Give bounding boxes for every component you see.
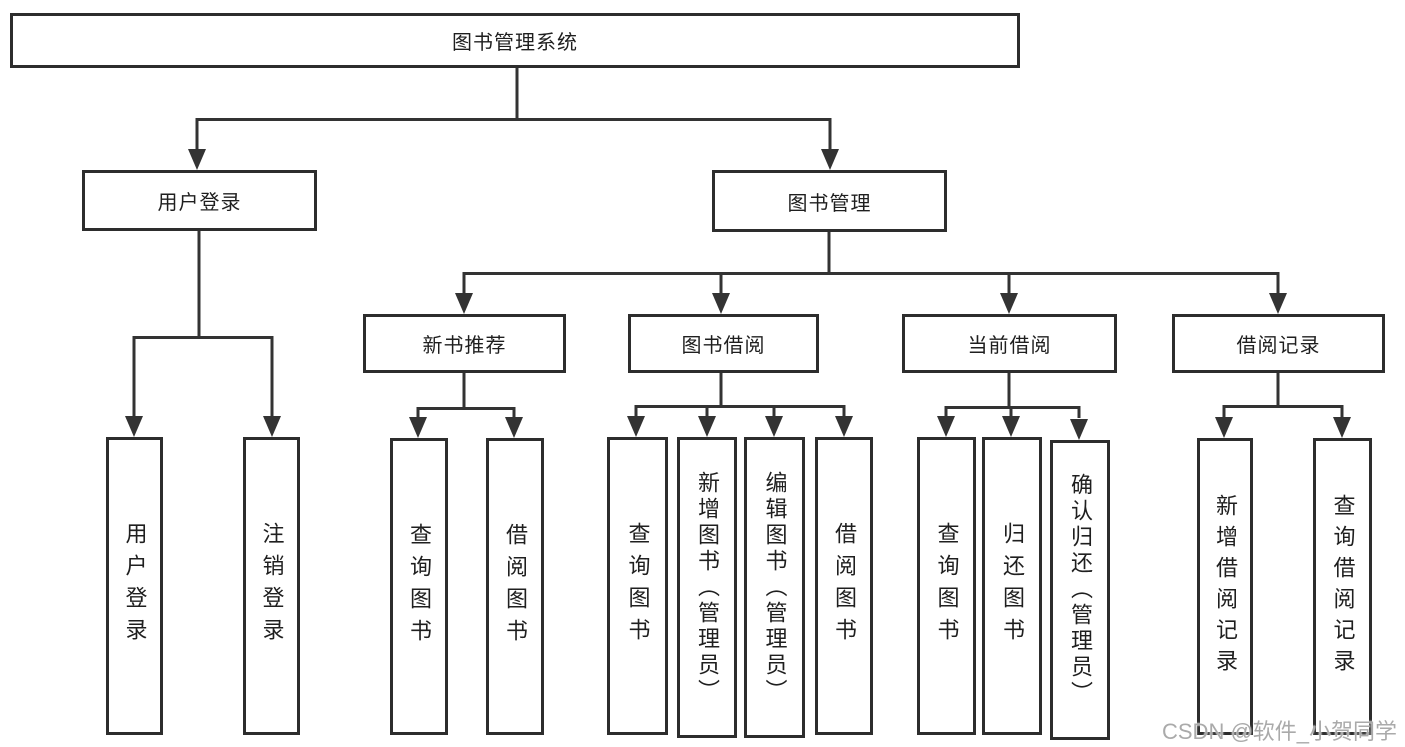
connector-line xyxy=(842,405,846,416)
arrow-down-icon xyxy=(712,293,730,314)
arrow-down-icon xyxy=(937,416,955,437)
connector-line xyxy=(515,68,519,118)
node-label: 注销登录 xyxy=(259,522,285,650)
node-label: 用户登录 xyxy=(157,192,242,214)
connector-line xyxy=(195,118,199,149)
node-leaf-logout: 注销登录 xyxy=(243,437,300,735)
node-leaf-add-book-admin: 新增图书（管理员） xyxy=(677,437,737,738)
node-label: 借阅记录 xyxy=(1236,335,1321,357)
node-leaf-borrow-books-rec: 借阅图书 xyxy=(486,438,544,735)
node-label: 图书管理系统 xyxy=(452,32,578,54)
connector-line xyxy=(1276,272,1280,293)
node-label: 归还图书 xyxy=(1000,522,1025,650)
node-label: 图书管理 xyxy=(787,192,872,215)
arrow-down-icon xyxy=(765,416,783,437)
arrow-down-icon xyxy=(455,293,473,314)
node-borrowing-records: 借阅记录 xyxy=(1172,314,1385,373)
arrow-down-icon xyxy=(188,149,206,170)
node-label: 用户登录 xyxy=(122,522,148,650)
connector-line xyxy=(634,405,638,416)
arrow-down-icon xyxy=(835,416,853,437)
arrow-down-icon xyxy=(1215,417,1233,438)
connector-line xyxy=(1224,405,1343,408)
connector-line xyxy=(944,406,948,416)
node-book-borrowing: 图书借阅 xyxy=(628,314,819,373)
node-label: 编辑图书（管理员） xyxy=(762,470,788,705)
node-leaf-edit-book-admin: 编辑图书（管理员） xyxy=(744,437,805,738)
arrow-down-icon xyxy=(409,417,427,438)
connector-line xyxy=(416,407,420,417)
arrow-down-icon xyxy=(1333,417,1351,438)
connector-line xyxy=(197,118,831,121)
arrow-down-icon xyxy=(1269,293,1287,314)
watermark-csdn: CSDN @软件_小贺同学 xyxy=(1162,719,1398,744)
node-leaf-query-books-current: 查询图书 xyxy=(917,437,976,735)
node-label: 新书推荐 xyxy=(422,335,507,357)
arrow-down-icon xyxy=(627,416,645,437)
connector-line xyxy=(464,272,1279,275)
connector-line xyxy=(197,231,201,336)
connector-line xyxy=(462,272,466,293)
node-new-book-recommend: 新书推荐 xyxy=(363,314,566,373)
node-label: 当前借阅 xyxy=(967,335,1052,357)
arrow-down-icon xyxy=(698,416,716,437)
connector-line xyxy=(1077,406,1081,418)
connector-line xyxy=(1276,372,1280,405)
arrow-down-icon xyxy=(1070,419,1088,440)
arrow-down-icon xyxy=(125,416,143,437)
node-book-management: 图书管理 xyxy=(712,170,947,232)
node-label: 查询图书 xyxy=(934,522,960,650)
node-user-login: 用户登录 xyxy=(82,170,317,231)
node-leaf-query-books-rec: 查询图书 xyxy=(390,438,448,735)
node-label: 图书借阅 xyxy=(681,335,766,357)
node-label: 新增借阅记录 xyxy=(1213,493,1238,680)
connector-line xyxy=(705,405,709,416)
connector-line xyxy=(462,372,466,407)
arrow-down-icon xyxy=(263,416,281,437)
node-label: 确认归还（管理员） xyxy=(1068,473,1093,707)
connector-line xyxy=(1340,405,1344,417)
connector-line xyxy=(1222,405,1226,417)
node-leaf-query-books-borrow: 查询图书 xyxy=(607,437,668,735)
connector-line xyxy=(512,407,516,417)
node-label: 查询图书 xyxy=(625,522,651,650)
arrow-down-icon xyxy=(1000,293,1018,314)
connector-line xyxy=(270,336,274,416)
connector-line xyxy=(946,406,1080,409)
connector-line xyxy=(828,118,832,149)
node-library-management-system: 图书管理系统 xyxy=(10,13,1020,68)
node-leaf-user-login: 用户登录 xyxy=(106,437,163,735)
node-label: 新增图书（管理员） xyxy=(695,470,720,705)
connector-line xyxy=(772,405,776,416)
connector-line xyxy=(1007,272,1011,293)
connector-line xyxy=(719,272,723,293)
connector-line xyxy=(827,232,831,272)
node-label: 借阅图书 xyxy=(503,522,528,651)
node-leaf-return-books: 归还图书 xyxy=(982,437,1042,735)
node-current-borrowing: 当前借阅 xyxy=(902,314,1117,373)
node-leaf-query-borrow-record: 查询借阅记录 xyxy=(1313,438,1372,735)
arrow-down-icon xyxy=(1002,416,1020,437)
connector-line xyxy=(134,336,273,339)
node-leaf-add-borrow-record: 新增借阅记录 xyxy=(1197,438,1253,735)
node-label: 借阅图书 xyxy=(832,522,857,650)
connector-line xyxy=(719,372,723,405)
node-leaf-confirm-return-admin: 确认归还（管理员） xyxy=(1050,440,1110,740)
connector-line xyxy=(132,336,136,416)
arrow-down-icon xyxy=(821,149,839,170)
connector-line xyxy=(636,405,845,408)
node-label: 查询借阅记录 xyxy=(1330,493,1356,680)
connector-line xyxy=(1009,406,1013,416)
connector-line xyxy=(418,407,515,410)
node-label: 查询图书 xyxy=(407,522,432,651)
connector-line xyxy=(1007,372,1011,406)
node-leaf-borrow-books: 借阅图书 xyxy=(815,437,873,735)
arrow-down-icon xyxy=(505,417,523,438)
